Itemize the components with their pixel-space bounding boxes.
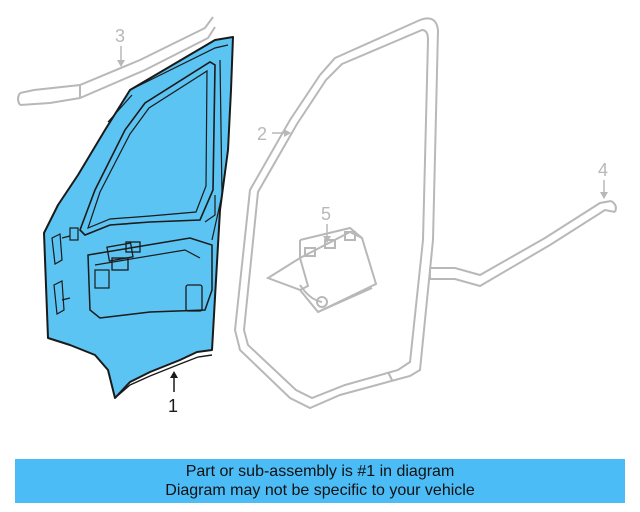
- exploded-parts-diagram: 3 2 4: [17, 16, 617, 416]
- callout-2-label: 2: [257, 124, 267, 144]
- callout-1: 1: [168, 371, 178, 416]
- callout-5-label: 5: [321, 204, 331, 224]
- part-4-belt-molding[interactable]: [429, 200, 617, 288]
- banner-line-disclaimer: Diagram may not be specific to your vehi…: [165, 482, 475, 499]
- part-5-bracket[interactable]: [265, 226, 378, 314]
- callout-3: 3: [115, 26, 125, 67]
- callout-4-label: 4: [598, 160, 608, 180]
- part-1-door-shell[interactable]: [43, 36, 234, 399]
- info-banner: Part or sub-assembly is #1 in diagram Di…: [15, 459, 625, 503]
- callout-3-label: 3: [115, 26, 125, 46]
- part-3-upper-strip[interactable]: [17, 16, 216, 106]
- callout-1-label: 1: [168, 396, 178, 416]
- part-2-weatherstrip[interactable]: [233, 17, 440, 410]
- callout-5: 5: [321, 204, 331, 243]
- banner-line-part-note: Part or sub-assembly is #1 in diagram: [185, 463, 455, 480]
- callout-4: 4: [598, 160, 608, 199]
- callout-2: 2: [257, 124, 291, 144]
